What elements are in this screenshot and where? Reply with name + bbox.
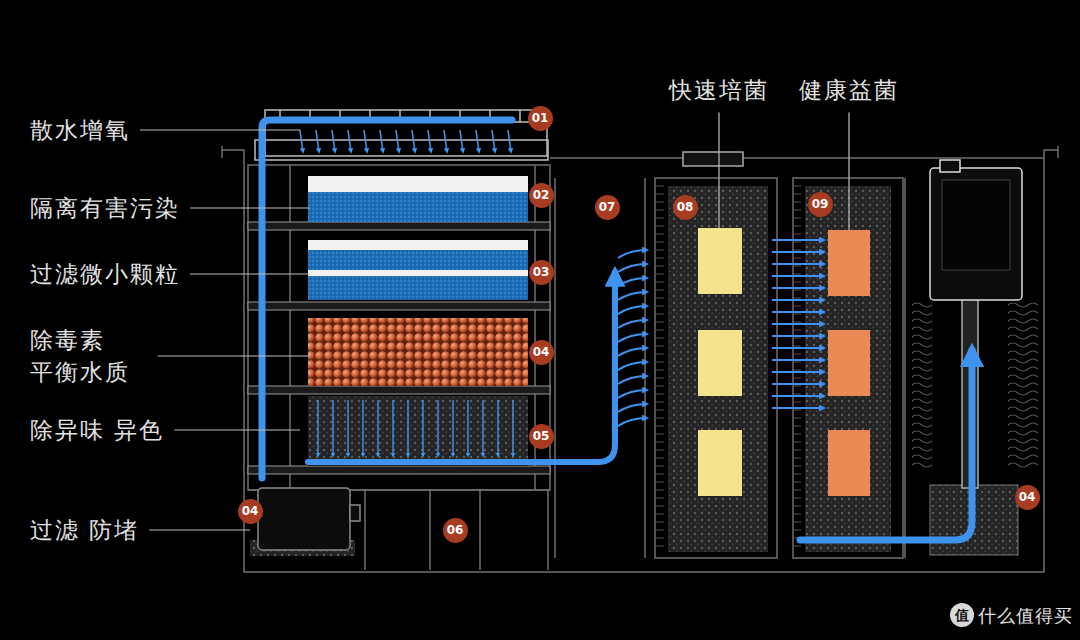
callout-number: 09 [808,192,833,217]
function-label: 快速培菌 [669,76,769,105]
callout-number: 04 [238,499,263,524]
leader-line [848,113,849,231]
logo-text: 值 [955,608,969,622]
leader-line [140,129,300,130]
leader-line [174,429,300,430]
leader-line [718,113,719,229]
leader-line [190,207,310,208]
callout-number: 04 [1015,485,1040,510]
function-label: 散水增氧 [30,116,130,145]
callout-number: 03 [529,260,554,285]
callout-text: 06 [447,524,464,536]
callout-text: 04 [1019,491,1036,503]
callout-text: 03 [533,266,550,278]
callout-text: 09 [812,198,829,210]
function-label: 过滤 防堵 [30,516,139,545]
callout-text: 04 [533,346,550,358]
leader-line [190,273,310,274]
leader-line [158,355,310,356]
function-label: 过滤微小颗粒 [30,260,180,289]
function-label: 除毒素 平衡水质 [30,324,148,388]
function-label: 健康益菌 [799,76,899,105]
callout-text: 02 [533,189,550,201]
callout-text: 04 [242,505,259,517]
callout-text: 05 [533,430,550,442]
callout-number: 06 [443,518,468,543]
callout-text: 08 [677,201,694,213]
callout-number: 05 [529,424,554,449]
callout-number: 04 [529,340,554,365]
callout-number: 01 [528,106,553,131]
callout-number: 02 [529,183,554,208]
leader-line [149,529,250,530]
callout-number: 07 [595,195,620,220]
callout-number: 08 [673,195,698,220]
watermark: 什么值得买 [978,604,1073,627]
function-label: 除异味 异色 [30,416,164,445]
function-label: 隔离有害污染 [30,194,180,223]
callout-text: 07 [599,201,616,213]
callout-text: 01 [532,112,549,124]
logo-badge: 值 [950,603,974,627]
